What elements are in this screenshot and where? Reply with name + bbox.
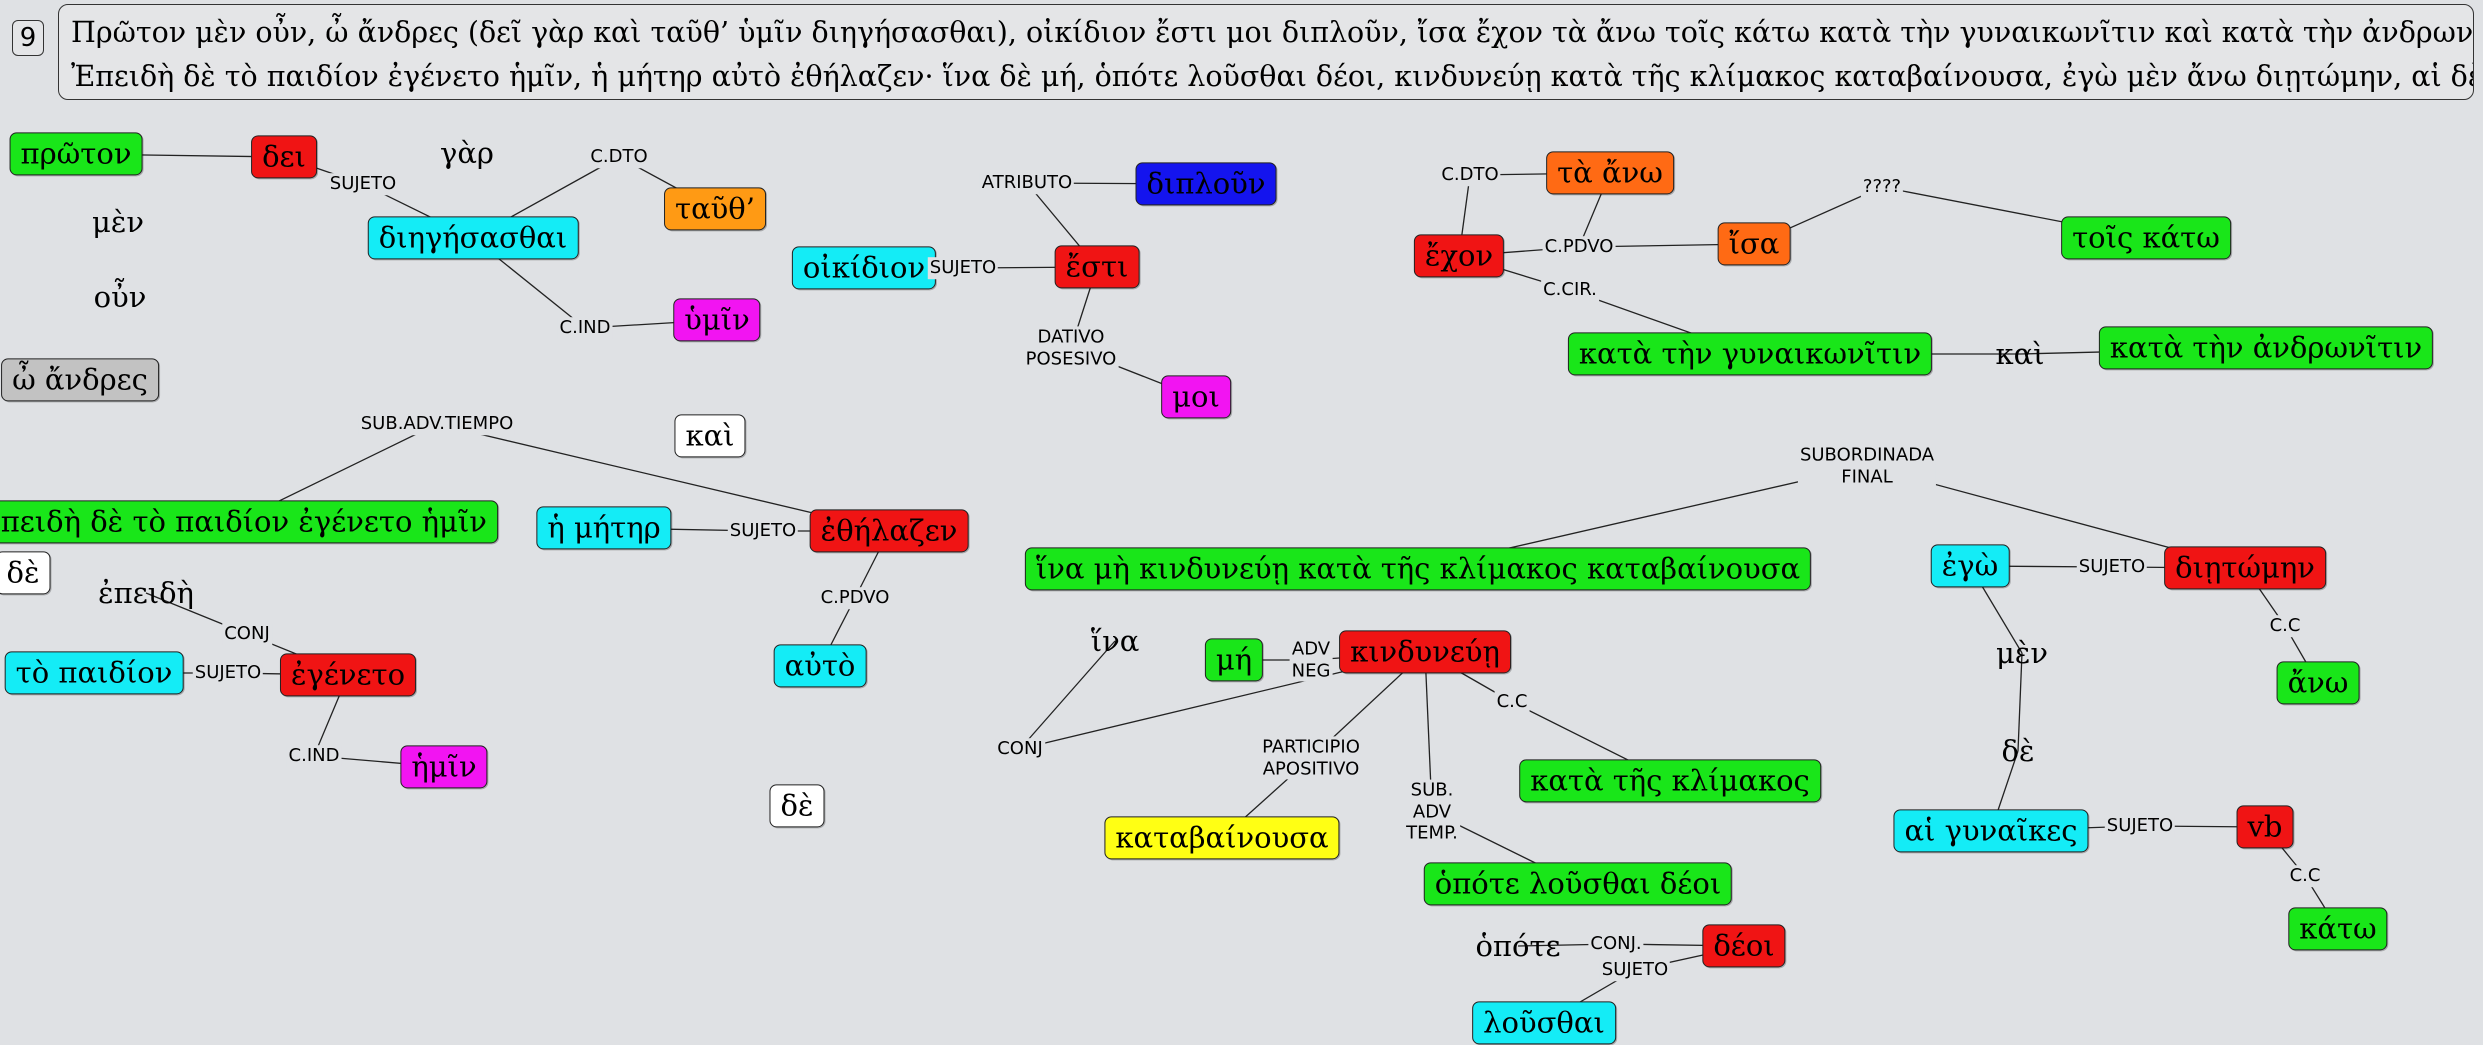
node-hina: ἵνα [1090,624,1140,658]
node-kataandr: κατὰ τὴν ἀνδρωνῖτιν [2098,326,2434,370]
node-deoi: δέοι [1702,924,1786,968]
node-andres: ὦ ἄνδρες [1,358,159,402]
relation-label-r20: C.C [1494,691,1530,713]
node-men1: μὲν [91,205,145,239]
relation-label-r23: CONJ. [1588,933,1644,955]
node-me: μή [1204,638,1264,682]
node-gar: γὰρ [440,136,494,170]
node-diploun: διπλοῦν [1135,162,1277,206]
node-ego: ἐγὼ [1930,544,2010,588]
relation-label-r19: CONJ [995,738,1045,760]
sentence-line-2: Ἐπειδὴ δὲ τὸ παιδίον ἐγένετο ἡμῖν, ἡ μήτ… [71,60,2474,93]
node-topaidion: τὸ παιδίον [4,651,184,695]
sentence-number: 9 [12,20,44,56]
node-hopoteclause: ὁπότε λοῦσθαι δέοι [1423,862,1733,906]
node-gynaikes: αἱ γυναῖκες [1893,809,2089,853]
relation-label-r11: SUB.ADV.TIEMPO [358,413,516,435]
node-hymin: ὑμῖν [673,298,761,342]
node-kai2: καὶ [674,414,746,458]
relation-label-r12: CONJ [222,623,272,645]
relation-label-r1: SUJETO [327,173,399,195]
node-katabainousa: καταβαίνουσα [1104,816,1340,860]
node-auto: αὐτὸ [773,644,867,688]
node-hinaclause: ἵνα μὴ κινδυνεύῃ κατὰ τῆς κλίμακος καταβ… [1024,547,1812,591]
relation-label-r2: C.DTO [588,146,650,168]
node-meter: ἡ μήτηρ [536,506,672,550]
node-de2: δὲ [769,784,825,828]
node-toiskato: τοῖς κάτω [2061,216,2231,260]
node-epeide: ἐπειδὴ [98,576,194,610]
node-proton: πρῶτον [9,132,143,176]
node-esti: ἔστι [1054,245,1140,289]
relation-label-r5: SUJETO [927,257,999,279]
node-kato: κάτω [2288,907,2388,951]
node-dei: δει [251,135,317,179]
relation-label-r10: C.CIR. [1541,279,1599,301]
node-isa: ἴσα [1717,222,1791,266]
relation-label-r3: C.IND [557,317,613,339]
node-egeneto: ἐγένετο [279,653,417,697]
sentence-line-1: Πρῶτον μὲν οὖν, ὦ ἄνδρες (δεῖ γὰρ καὶ τα… [71,16,2474,49]
relation-label-r25: SUJETO [2076,556,2148,578]
node-ethelazen: ἐθήλαζεν [809,509,969,553]
sentence-text: Πρῶτον μὲν οὖν, ὦ ἄνδρες (δεῖ γὰρ καὶ τα… [58,4,2474,100]
relation-label-r13: SUJETO [192,662,264,684]
node-diegesasthai: διηγήσασθαι [367,216,579,260]
node-kai1: καὶ [1995,337,2045,371]
node-lousthai: λοῦσθαι [1472,1001,1616,1045]
relation-label-r27: SUJETO [2104,815,2176,837]
node-vb: vb [2236,805,2294,849]
node-de1: δὲ [0,551,51,595]
relation-label-r16: C.PDVO [818,587,892,609]
relation-label-r26: C.C [2267,615,2303,637]
node-ano: ἄνω [2276,661,2360,705]
node-katagyn: κατὰ τὴν γυναικωνῖτιν [1567,332,1933,376]
relation-label-r14: C.IND [286,745,342,767]
relation-label-r24: SUJETO [1599,959,1671,981]
relation-label-r28: C.C [2287,865,2323,887]
node-kataklimakos: κατὰ τῆς κλίμακος [1519,759,1821,803]
node-hopote: ὁπότε [1475,929,1561,963]
relation-label-r7: C.DTO [1439,164,1501,186]
node-oun: οὖν [93,280,147,314]
node-de3: δὲ [2001,734,2035,768]
node-men2: μὲν [1995,636,2049,670]
node-epeideclause: ἐπειδὴ δὲ τὸ παιδίον ἐγένετο ἡμῖν [0,500,498,544]
node-dietomen: διῃτώμην [2164,546,2326,590]
edge-men2-de3 [2017,652,2023,752]
node-taano: τὰ ἄνω [1546,151,1674,195]
node-hemin: ἡμῖν [400,745,488,789]
node-oikidion: οἰκίδιον [791,246,937,290]
node-moi: μοι [1161,375,1231,419]
relation-label-r4: ATRIBUTO [979,172,1075,194]
node-taut: ταῦθ’ [664,187,766,231]
node-echon: ἔχον [1413,234,1505,278]
relation-label-r8: C.PDVO [1542,236,1616,258]
edge-hina-r19 [1019,640,1116,750]
relation-label-r9: ???? [1860,176,1904,198]
relation-label-r15: SUJETO [727,520,799,542]
node-kindyneue: κινδυνεύῃ [1339,630,1511,674]
